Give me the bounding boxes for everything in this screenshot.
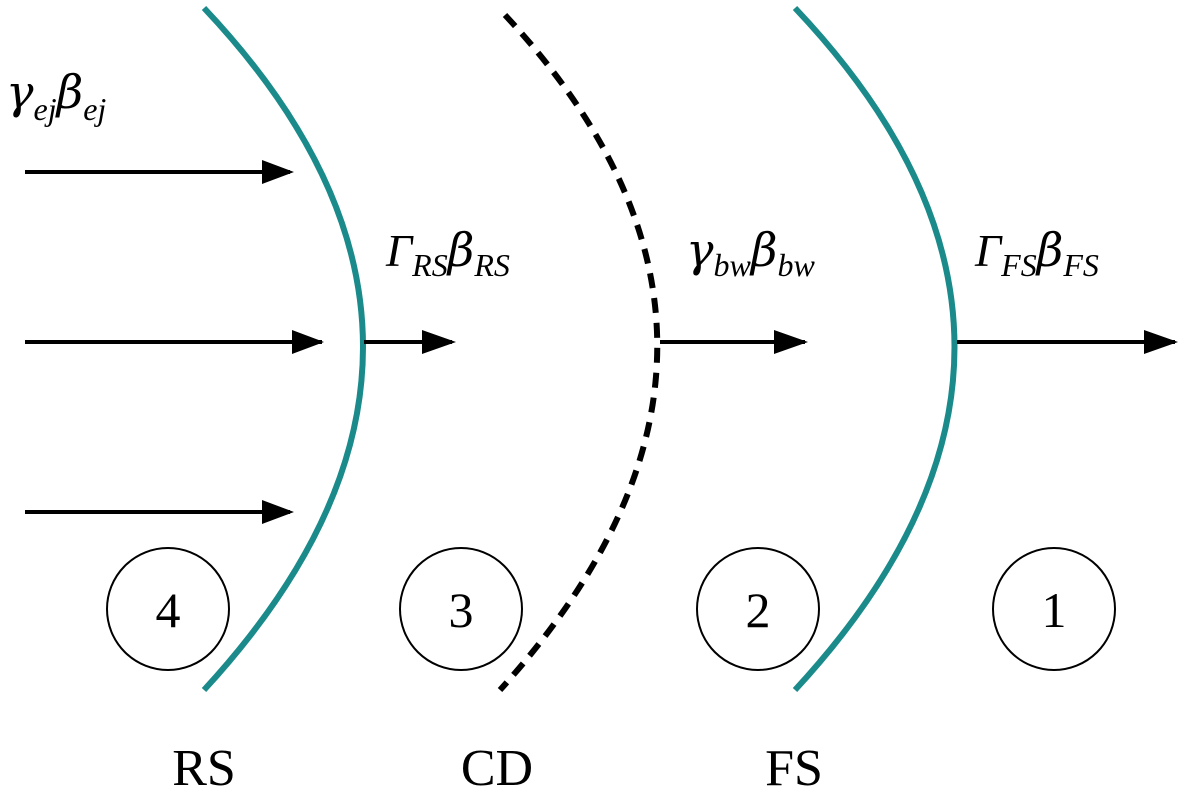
ejecta-arrows [25, 160, 324, 524]
forward-shock-velocity-arrowhead [1144, 330, 1178, 354]
region-3-number: 3 [449, 582, 474, 638]
region-1-number: 1 [1042, 582, 1067, 638]
contact-discontinuity [497, 12, 661, 693]
ejecta-arrow-top-head [262, 160, 294, 184]
region-2-number: 2 [746, 582, 771, 638]
forward-shock-front [792, 5, 958, 693]
region-4-number: 4 [156, 582, 181, 638]
blast-wave-velocity-label: γbwβbw [686, 223, 815, 283]
forward-shock-label: FS [765, 740, 823, 796]
contact-discontinuity-label: CD [461, 740, 533, 796]
blast-wave-velocity-arrowhead [774, 330, 808, 354]
region-1-marker: 1 [992, 547, 1116, 671]
ejecta-arrow-middle-head [292, 330, 324, 354]
region-2-marker: 2 [696, 547, 820, 671]
reverse-shock-velocity-label: ΓRSβRS [385, 223, 510, 283]
ejecta-velocity-label: γejβej [6, 65, 106, 127]
forward-shock-velocity-label: ΓFSβFS [974, 223, 1099, 283]
reverse-shock-front [201, 5, 366, 693]
region-4-marker: 4 [106, 547, 230, 671]
region-3-marker: 3 [399, 547, 523, 671]
reverse-shock-label: RS [172, 740, 236, 796]
reverse-shock-velocity-arrowhead [422, 330, 456, 354]
ejecta-arrow-bottom-head [262, 500, 294, 524]
